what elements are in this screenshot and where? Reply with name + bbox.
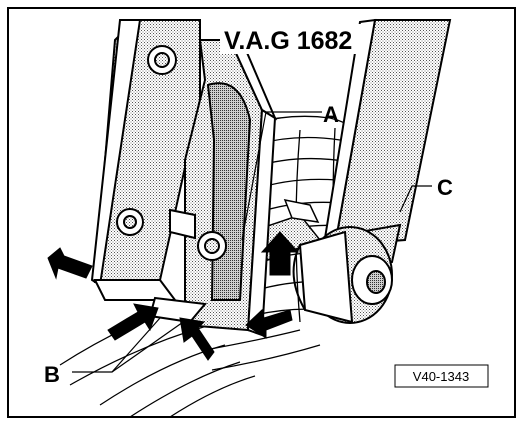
pliers-right-arm bbox=[292, 18, 452, 324]
arrow-clamp-up bbox=[260, 231, 300, 276]
figure-code-box bbox=[394, 364, 489, 388]
shaft-lines bbox=[59, 299, 321, 418]
leader-a bbox=[241, 111, 322, 241]
tool-label: V.A.G 1682 bbox=[224, 27, 352, 55]
leader-c bbox=[399, 185, 432, 213]
arrow-lower-right bbox=[245, 309, 293, 339]
callout-c: C bbox=[437, 175, 453, 200]
figure-code: V40-1343 bbox=[413, 369, 469, 384]
callout-a: A bbox=[323, 102, 339, 127]
pliers-jaw bbox=[148, 37, 278, 337]
arrow-lower-left bbox=[107, 303, 159, 341]
callout-b: B bbox=[44, 362, 60, 387]
arrow-lower-mid bbox=[179, 317, 215, 361]
arrow-left-jaw bbox=[47, 247, 93, 280]
indicator-arrows bbox=[47, 231, 300, 361]
leader-lines bbox=[72, 111, 432, 373]
tool-label-box bbox=[220, 24, 364, 54]
leader-b-2 bbox=[111, 319, 187, 373]
